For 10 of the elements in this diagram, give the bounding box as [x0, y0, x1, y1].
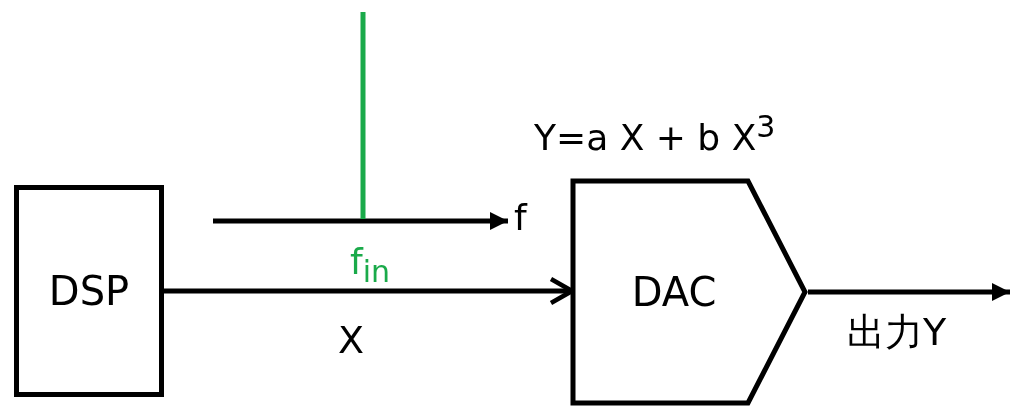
block-label: DSP — [48, 268, 130, 314]
frequency-label: f$_{in}$ — [350, 244, 391, 288]
transfer-formula: Y=a X + b X$^{3}$ — [534, 112, 776, 156]
process-box — [14, 185, 164, 397]
block-label: DAC — [631, 269, 717, 315]
axis-label: f — [514, 200, 527, 236]
dac-block — [570, 178, 808, 406]
edge-label: 出力Y — [847, 313, 947, 351]
edge-label: X — [338, 321, 365, 359]
arrow — [808, 283, 1010, 301]
